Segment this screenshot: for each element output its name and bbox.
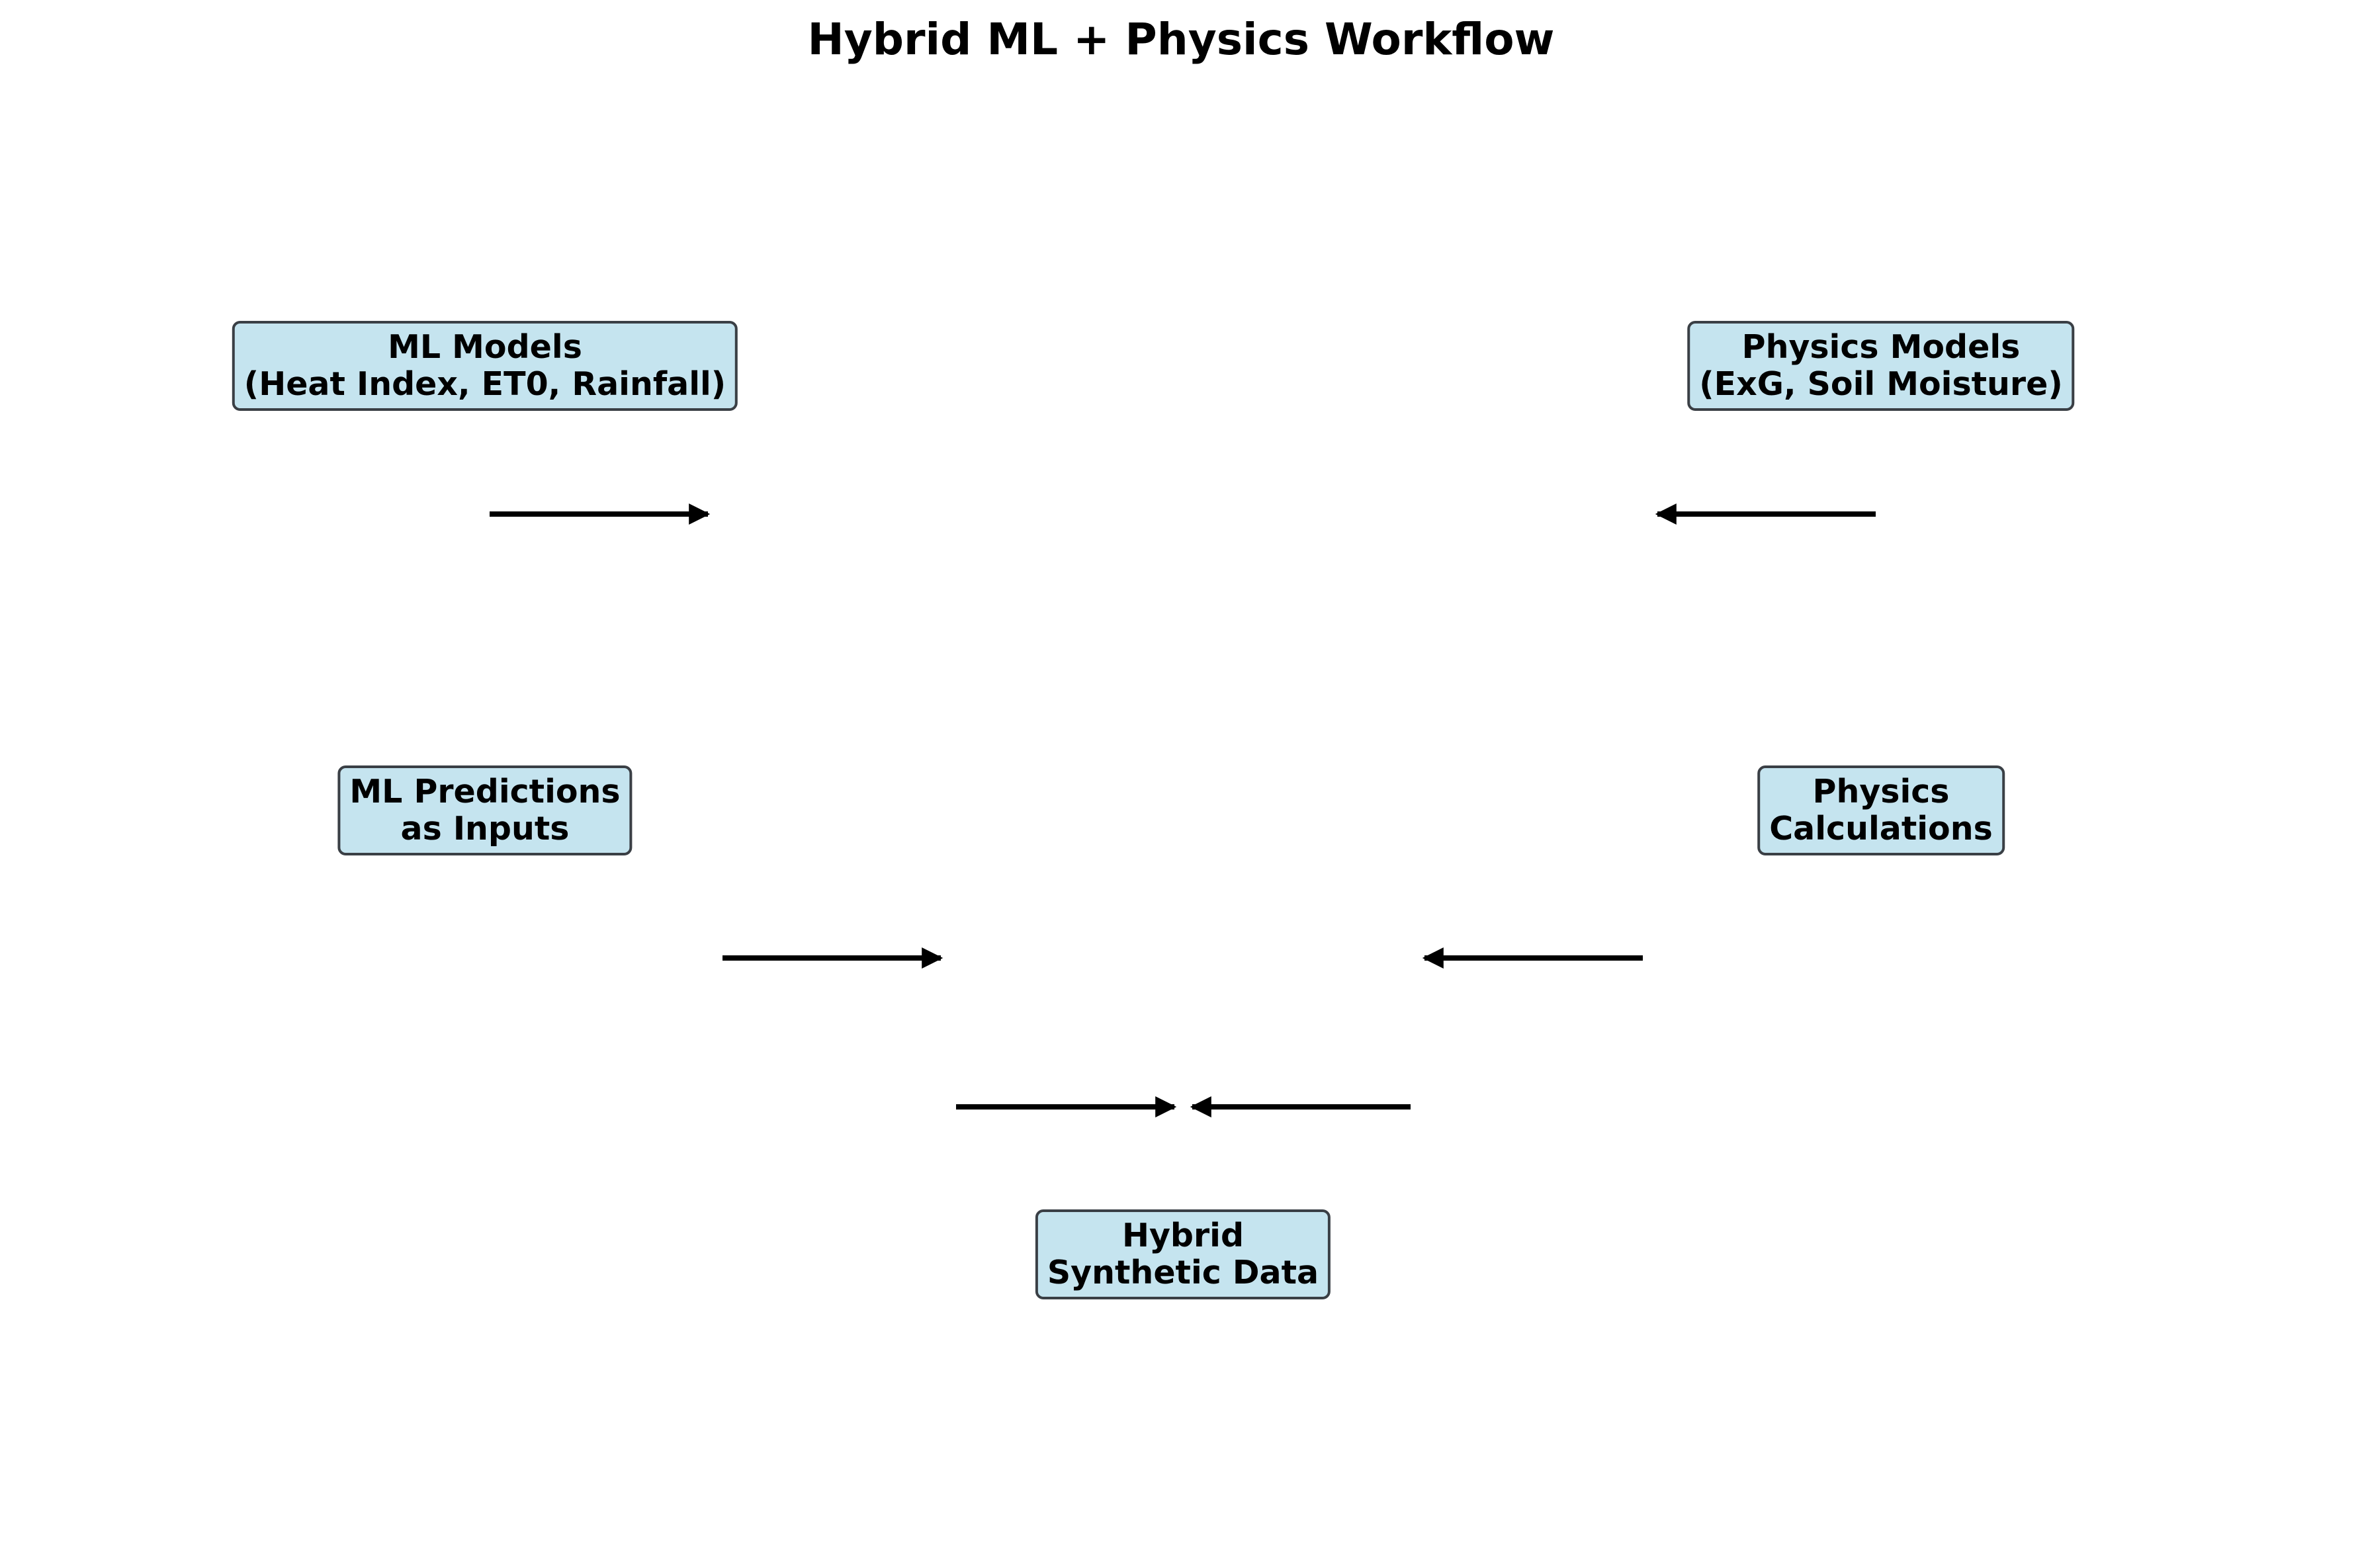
ml-models-box: ML Models (Heat Index, ET0, Rainfall) bbox=[232, 321, 738, 411]
ml-predictions-label: ML Predictions bbox=[349, 773, 621, 810]
physics-calculations-box: Physics Calculations bbox=[1757, 765, 2005, 855]
ml-predictions-box: ML Predictions as Inputs bbox=[337, 765, 633, 855]
ml-models-detail: (Heat Index, ET0, Rainfall) bbox=[243, 365, 726, 403]
diagram-title: Hybrid ML + Physics Workflow bbox=[807, 14, 1555, 65]
hybrid-data-label: Hybrid bbox=[1121, 1217, 1245, 1254]
physics-calculations-detail: Calculations bbox=[1769, 810, 1993, 848]
ml-predictions-detail: as Inputs bbox=[400, 810, 570, 848]
hybrid-data-detail: Synthetic Data bbox=[1047, 1254, 1319, 1291]
ml-models-label: ML Models bbox=[388, 328, 582, 366]
physics-models-detail: (ExG, Soil Moisture) bbox=[1699, 365, 2063, 403]
hybrid-synthetic-data-box: Hybrid Synthetic Data bbox=[1035, 1209, 1331, 1299]
physics-models-label: Physics Models bbox=[1741, 328, 2021, 366]
physics-models-box: Physics Models (ExG, Soil Moisture) bbox=[1687, 321, 2075, 411]
physics-calculations-label: Physics bbox=[1812, 773, 1950, 810]
